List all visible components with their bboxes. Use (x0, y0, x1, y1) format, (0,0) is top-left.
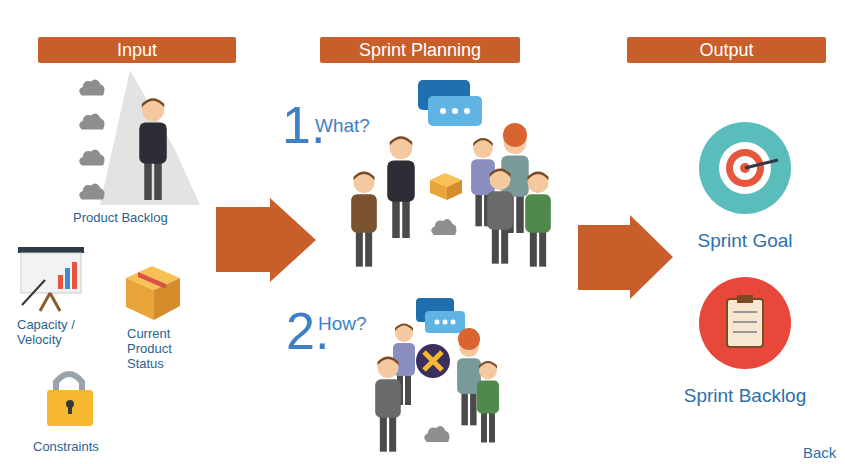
output-circle: Sprint Backlog (655, 273, 835, 407)
node-label: Input (117, 40, 157, 61)
header-bar: Sprint Planning (320, 37, 520, 63)
header-bar: Input (38, 37, 236, 63)
node-label: Sprint Goal (697, 230, 792, 252)
step-question: What? (315, 115, 370, 137)
node-label: Output (699, 40, 753, 61)
node-label: Sprint Backlog (684, 385, 807, 407)
header-bar: Output (627, 37, 826, 63)
input-label: Product Backlog (73, 211, 168, 226)
node-label: Sprint Planning (359, 40, 481, 61)
output-circle: Sprint Goal (665, 118, 825, 252)
back-link: Back (803, 444, 836, 461)
input-label: Capacity / Velocity (17, 318, 95, 348)
step-question: How? (318, 313, 367, 335)
input-label: Constraints (33, 440, 99, 455)
input-label: Current Product Status (127, 327, 193, 372)
